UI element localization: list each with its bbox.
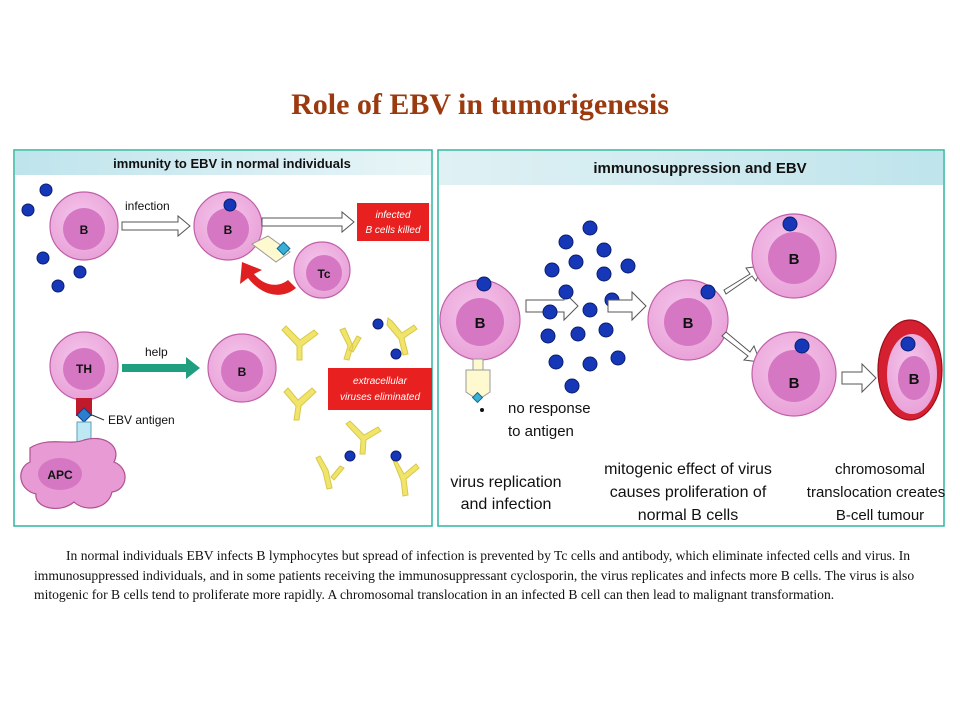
- viruses-eliminated-line1: extracellular: [353, 376, 408, 387]
- b-cell-3-label: B: [238, 365, 247, 379]
- infected-killed-box: infected B cells killed: [357, 203, 429, 241]
- r-b-cell-4-label: B: [789, 375, 800, 392]
- step3-line2: translocation creates: [807, 484, 945, 501]
- no-response-line2: to antigen: [508, 423, 574, 440]
- b-cell-1: B: [49, 191, 119, 261]
- step1-label: virus replication and infection: [450, 474, 561, 513]
- r-b-cell-1: B: [439, 276, 521, 412]
- r-b-cell-3: B: [751, 213, 837, 299]
- r-b-cell-4: B: [751, 331, 837, 417]
- help-label: help: [145, 345, 168, 359]
- apc-cell: APC: [20, 437, 126, 510]
- viruses-eliminated-box: extracellular viruses eliminated: [328, 368, 432, 410]
- antibodies: [281, 317, 420, 497]
- ebv-antigen-label: EBV antigen: [108, 413, 175, 427]
- step2-label: mitogenic effect of virus causes prolife…: [604, 461, 772, 524]
- tc-cell-label: Tc: [317, 267, 330, 281]
- caption-text: In normal individuals EBV infects B lymp…: [34, 548, 915, 602]
- r-b-cell-1-label: B: [475, 315, 486, 332]
- help-arrow: help: [122, 345, 200, 379]
- left-panel-heading: immunity to EBV in normal individuals: [113, 156, 351, 171]
- th-cell-label: TH: [76, 362, 92, 376]
- infected-killed-line1: infected: [375, 210, 410, 221]
- step3-line3: B-cell tumour: [836, 507, 924, 524]
- r-b-cell-2: B: [647, 279, 729, 361]
- step2-line3: normal B cells: [638, 507, 738, 524]
- b-cell-2-label: B: [224, 223, 233, 237]
- tumour-cell-label: B: [909, 371, 920, 388]
- tc-receptor: [251, 235, 291, 263]
- tumour-cell: B: [877, 319, 943, 421]
- step1-line1: virus replication: [450, 474, 561, 491]
- step2-line2: causes proliferation of: [610, 484, 767, 501]
- b-cell-3: B: [207, 333, 277, 403]
- th-cell: TH: [49, 331, 119, 401]
- mitogenic-arrow: [607, 290, 647, 322]
- prolif-arrow-down: [721, 331, 761, 363]
- replicated-viruses: [540, 220, 636, 394]
- b-cell-2: B: [193, 191, 263, 261]
- step2-line1: mitogenic effect of virus: [604, 461, 772, 478]
- b-cell-1-label: B: [80, 223, 89, 237]
- r-b-cell-2-label: B: [683, 315, 694, 332]
- infected-killed-line2: B cells killed: [365, 225, 420, 236]
- no-response-line1: no response: [508, 400, 591, 417]
- page-title: Role of EBV in tumorigenesis: [291, 88, 669, 121]
- right-panel-heading: immunosuppression and EBV: [593, 160, 806, 177]
- bound-viruses: [344, 318, 402, 462]
- step3-label: chromosomal translocation creates B-cell…: [807, 461, 945, 524]
- left-panel: immunity to EBV in normal individuals B …: [13, 149, 433, 527]
- tc-cell: Tc: [293, 241, 351, 299]
- caption: In normal individuals EBV infects B lymp…: [34, 546, 922, 605]
- to-killed-arrow: [261, 210, 355, 234]
- r-b-cell-3-label: B: [789, 251, 800, 268]
- step3-line1: chromosomal: [835, 461, 925, 478]
- apc-cell-label: APC: [47, 468, 73, 482]
- right-panel: immunosuppression and EBV B no response …: [437, 149, 945, 527]
- infection-label: infection: [125, 199, 170, 213]
- step1-line2: and infection: [461, 496, 552, 513]
- kill-arrow: [240, 262, 296, 295]
- viruses-eliminated-line2: viruses eliminated: [340, 392, 420, 403]
- infection-arrow: infection: [121, 199, 191, 238]
- translocation-arrow: [841, 362, 877, 394]
